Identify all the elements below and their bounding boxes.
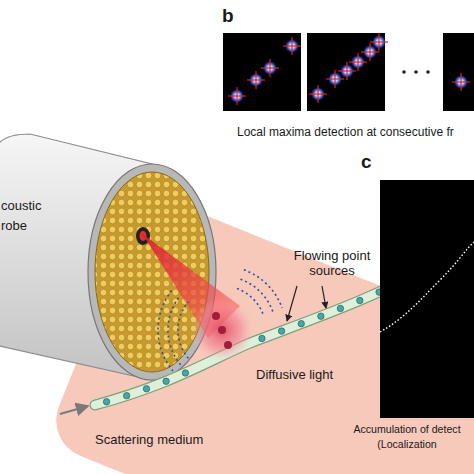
frame xyxy=(443,33,474,111)
acoustic-waves xyxy=(158,270,282,371)
wave-arc xyxy=(237,289,263,315)
point-source xyxy=(298,320,304,326)
ellipsis-dot xyxy=(402,70,406,74)
panel-letter: b xyxy=(222,4,234,28)
excited-source xyxy=(212,312,220,320)
point-source xyxy=(143,386,149,392)
wave-arc xyxy=(244,270,282,308)
part-name: coustic robe xyxy=(1,196,49,236)
maximum-marker xyxy=(247,71,265,89)
leader-arrow xyxy=(287,286,297,321)
label-slot: Diffusive light xyxy=(256,367,333,383)
frame xyxy=(223,33,301,111)
point-source xyxy=(259,335,265,341)
part-name: Flowing point sources xyxy=(290,248,374,278)
cross-mark xyxy=(346,62,347,80)
label-slot: Local maxima detection at consecutive fr xyxy=(237,125,454,140)
point-source xyxy=(318,313,324,319)
maximum-marker xyxy=(370,33,388,51)
label-slot: Accumulation of detect (Localization xyxy=(343,422,471,452)
label-slot: c xyxy=(361,150,372,174)
wave-arc xyxy=(178,302,188,359)
cross-mark xyxy=(334,70,335,88)
label-slot: coustic robe xyxy=(1,196,49,236)
point-source xyxy=(182,370,188,376)
ellipsis-dot xyxy=(426,70,430,74)
leader-arrow xyxy=(322,286,326,308)
wave-arc xyxy=(241,279,273,311)
panel-caption: Local maxima detection at consecutive fr xyxy=(237,125,454,140)
part-name: Diffusive light xyxy=(256,367,333,383)
wave-arc xyxy=(158,289,173,371)
cross-mark xyxy=(291,37,292,55)
cross-mark xyxy=(317,85,318,103)
cross-mark xyxy=(369,43,370,61)
cross-mark xyxy=(255,71,256,89)
flow-arrow xyxy=(60,406,88,414)
maximum-marker xyxy=(228,87,246,105)
point-sources xyxy=(103,271,420,405)
part-name: Scattering medium xyxy=(95,432,203,448)
localization-image xyxy=(380,180,474,418)
point-source xyxy=(103,399,109,405)
cross-mark xyxy=(236,87,237,105)
cross-mark xyxy=(269,59,270,77)
label-slot: Scattering medium xyxy=(95,432,203,448)
wave-arc xyxy=(168,295,181,364)
maximum-marker xyxy=(452,73,470,91)
excited-source xyxy=(218,326,226,334)
point-source xyxy=(123,392,129,398)
cross-mark xyxy=(378,33,379,51)
point-source xyxy=(278,328,284,334)
label-slot: b xyxy=(222,4,234,28)
localized-track xyxy=(380,242,474,332)
panel-caption: Accumulation of detect (Localization xyxy=(343,422,471,452)
frame xyxy=(307,33,385,111)
excited-source xyxy=(224,341,232,349)
diffusive-light xyxy=(190,298,254,362)
cross-mark xyxy=(460,73,461,91)
maximum-marker xyxy=(283,37,301,55)
detected-maxima xyxy=(228,33,470,105)
label-slot: Flowing point sources xyxy=(290,248,374,278)
maximum-marker xyxy=(261,59,279,77)
panel-letter: c xyxy=(361,150,372,174)
ellipsis-dot xyxy=(414,70,418,74)
maximum-marker xyxy=(309,85,327,103)
cross-mark xyxy=(357,53,358,71)
point-source xyxy=(337,305,343,311)
point-source xyxy=(163,378,169,384)
point-source xyxy=(357,297,363,303)
